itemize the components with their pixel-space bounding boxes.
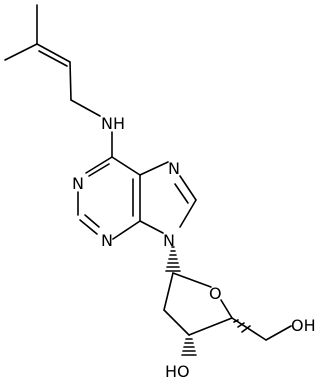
atom-ring-o: O — [209, 284, 222, 303]
bond-c4-c5prime — [231, 317, 267, 341]
bond-c3-c2 — [163, 309, 190, 336]
atom-oh-3prime: HO — [165, 362, 190, 381]
bond-c4-c3 — [188, 317, 233, 336]
atom-n9: N — [163, 231, 175, 250]
atom-n3: N — [101, 231, 113, 250]
prenyl-chain — [4, 4, 101, 117]
bond-c1-o4 — [172, 272, 212, 288]
bond-c6-n1 — [85, 156, 113, 174]
hash-c4-2 — [237, 322, 245, 328]
bond-n7-c8-inner — [174, 183, 189, 204]
bond-c2-n3 — [79, 219, 98, 235]
c3-oh-hashed — [181, 338, 197, 356]
bond-c8-n9 — [179, 199, 197, 228]
bond-c4-nh — [70, 99, 101, 117]
purine-ring — [77, 131, 197, 240]
bond-c2-c1 — [163, 272, 174, 311]
bond-c2-n3-inner — [84, 214, 100, 228]
bond-double-c2c3-inner — [38, 50, 68, 67]
hash-c4-3 — [241, 325, 251, 333]
atom-oh-5prime: OH — [291, 316, 316, 335]
bond-c5prime-o — [265, 325, 292, 341]
bond-n9-c4 — [139, 220, 164, 234]
sugar-ring — [163, 272, 292, 341]
bond-o4-c4 — [220, 299, 233, 319]
glycosidic-bond-hashed — [165, 246, 181, 272]
hash-c4-1 — [233, 319, 239, 323]
atom-n7: N — [168, 159, 180, 178]
bond-n3-c4 — [112, 220, 141, 240]
bond-double-c2c3 — [36, 43, 71, 63]
c4-stereo-hashed — [233, 319, 251, 333]
bond-c5-c6 — [111, 156, 141, 176]
atom-nh: NH — [101, 114, 125, 133]
bond-methyl-1 — [4, 43, 38, 61]
bond-c5-n7 — [139, 161, 169, 176]
atom-n1: N — [72, 174, 84, 193]
bond-c6-n1-inner — [88, 163, 110, 177]
bond-c3-c4 — [69, 61, 72, 101]
bond-n7-c8 — [179, 175, 197, 201]
